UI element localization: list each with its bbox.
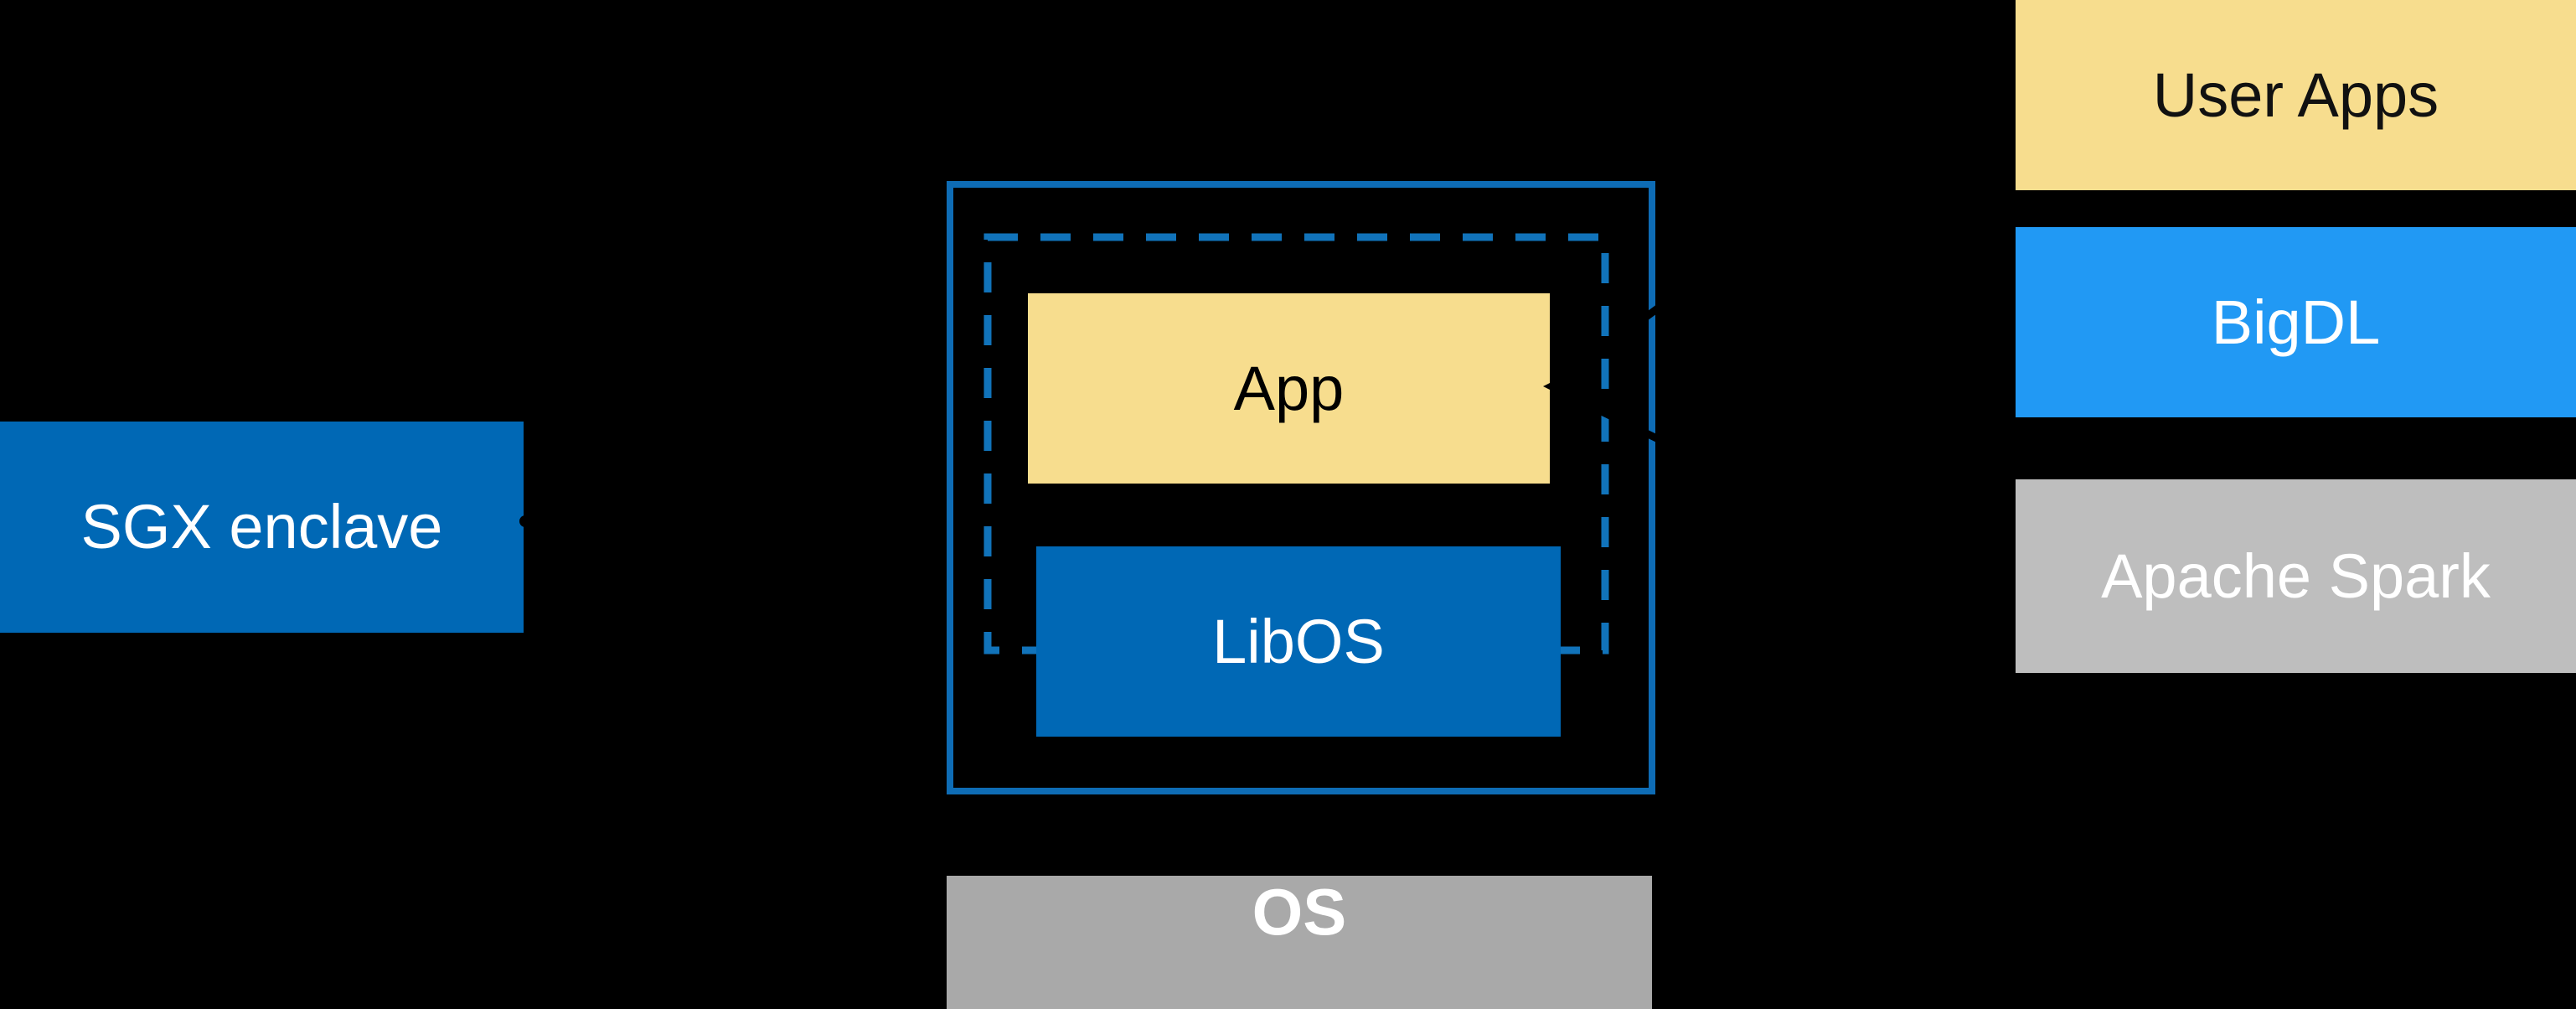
stack-item-user-apps: User Apps <box>2016 0 2576 190</box>
bigdl-label: BigDL <box>2211 287 2381 357</box>
app-box: App <box>1028 293 1550 484</box>
stack-item-bigdl: BigDL <box>2016 227 2576 417</box>
os-box: OS <box>947 876 1652 1009</box>
app-label: App <box>1233 353 1345 423</box>
apache-spark-label: Apache Spark <box>2101 541 2491 611</box>
stack-item-apache-spark: Apache Spark <box>2016 479 2576 673</box>
libos-label: LibOS <box>1212 606 1385 676</box>
user-apps-label: User Apps <box>2152 60 2439 130</box>
sgx-enclave-label: SGX enclave <box>80 492 443 561</box>
user-apps-to-app-line <box>1554 44 2015 386</box>
spark-to-app-line <box>1555 385 2014 615</box>
libos-box: LibOS <box>1036 546 1561 737</box>
os-label: OS <box>1252 875 1347 949</box>
sgx-enclave-box: SGX enclave <box>0 422 524 633</box>
